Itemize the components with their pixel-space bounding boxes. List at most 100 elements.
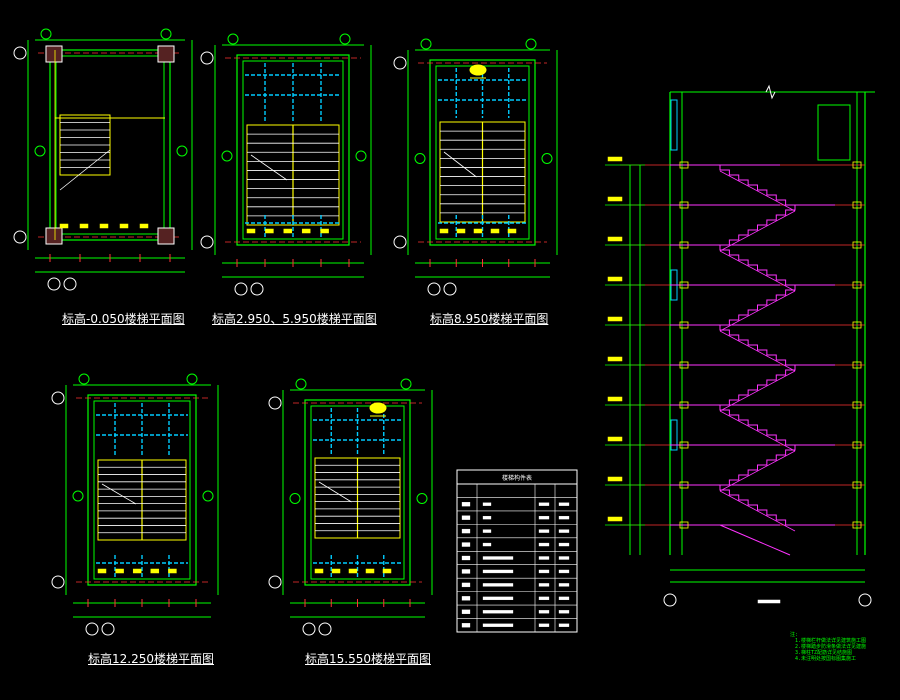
axis-bubble bbox=[200, 235, 214, 249]
axis-bubble bbox=[427, 282, 441, 296]
table-cell-mark bbox=[538, 542, 550, 547]
window-mark bbox=[670, 419, 678, 451]
beam-mark bbox=[382, 568, 392, 574]
stair-soffit bbox=[719, 250, 796, 292]
section-marker bbox=[72, 490, 84, 502]
table-cell-mark bbox=[482, 596, 514, 601]
component-table: 楼梯构件表 bbox=[456, 469, 578, 633]
beam-section bbox=[852, 361, 862, 369]
table-cell-mark bbox=[558, 529, 570, 533]
beam-section bbox=[852, 521, 862, 529]
plan1-stair bbox=[54, 50, 165, 240]
section-marker bbox=[221, 150, 233, 162]
note-line-1: 1.楼梯栏杆做法详见建筑施工图 bbox=[795, 638, 867, 644]
plan2-title: 标高2.950、5.950楼梯平面图 bbox=[212, 312, 377, 326]
axis-bubble bbox=[85, 622, 99, 636]
stair-flight-bottom bbox=[719, 524, 791, 556]
plan4-title: 标高12.250楼梯平面图 bbox=[88, 652, 214, 666]
table-cell-mark bbox=[558, 596, 570, 601]
wall-outer bbox=[87, 394, 197, 586]
axis-bubble bbox=[101, 622, 115, 636]
plan3-drawing bbox=[393, 38, 558, 296]
axis-bubble bbox=[51, 391, 65, 405]
elevation-mark bbox=[607, 356, 623, 362]
section-marker bbox=[186, 373, 198, 385]
section-marker bbox=[420, 38, 432, 50]
beam-mark bbox=[473, 228, 483, 234]
note-line-2: 2.楼梯踏步防滑条做法详见建施 bbox=[795, 644, 867, 650]
table-title: 楼梯构件表 bbox=[502, 474, 532, 482]
axis-bubble bbox=[250, 282, 264, 296]
plan1-drawing bbox=[13, 28, 193, 291]
stair-soffit bbox=[719, 490, 796, 532]
axis-bubble bbox=[47, 277, 61, 291]
table-cell-mark bbox=[461, 623, 471, 628]
beam-section bbox=[679, 161, 689, 169]
table-cell-mark bbox=[538, 529, 550, 533]
section-marker bbox=[227, 33, 239, 45]
axis-bubble bbox=[393, 56, 407, 70]
beam-mark bbox=[119, 223, 129, 229]
wall-outer bbox=[49, 49, 171, 241]
beam-section bbox=[852, 161, 862, 169]
table-cell-mark bbox=[482, 623, 514, 627]
elevation-mark bbox=[607, 276, 623, 282]
beam-mark bbox=[246, 228, 256, 234]
detail-ellipse bbox=[469, 64, 487, 76]
stair-soffit bbox=[719, 330, 796, 372]
section-marker bbox=[414, 153, 426, 164]
beam-mark bbox=[507, 228, 517, 234]
table-cell-mark bbox=[538, 610, 550, 614]
beam-mark bbox=[97, 568, 107, 574]
stair-flight bbox=[720, 365, 796, 406]
axis-bubble bbox=[234, 282, 248, 296]
table-cell-mark bbox=[482, 556, 514, 560]
axis-bubble bbox=[302, 622, 316, 636]
beam-section bbox=[852, 241, 862, 249]
section-marker bbox=[416, 493, 428, 504]
detail-symbol bbox=[369, 402, 387, 417]
axis-bubble bbox=[13, 46, 27, 60]
stair-section bbox=[605, 84, 875, 607]
note-line-4: 4.未注明处按国标图集施工 bbox=[795, 656, 857, 662]
beam-section bbox=[852, 481, 862, 489]
stair-arrow bbox=[443, 151, 477, 178]
axis-bubble bbox=[393, 235, 407, 249]
table-cell-mark bbox=[558, 502, 570, 506]
table-cell-mark bbox=[482, 515, 492, 520]
beam-mark bbox=[320, 228, 329, 234]
stair-flights bbox=[680, 165, 835, 532]
beam-mark bbox=[99, 223, 109, 229]
stair-soffit bbox=[719, 410, 796, 452]
plan5-drawing bbox=[268, 378, 433, 636]
section-marker bbox=[40, 28, 52, 40]
section-marker bbox=[289, 493, 301, 504]
section-marker bbox=[202, 490, 214, 502]
beam-mark bbox=[348, 568, 358, 574]
stair-flight bbox=[720, 205, 796, 246]
detail-symbol bbox=[469, 64, 487, 79]
beam-mark bbox=[439, 228, 449, 234]
table-cell-mark bbox=[482, 583, 514, 587]
table-cell-mark bbox=[538, 596, 550, 601]
table-cell-mark bbox=[461, 528, 471, 534]
wall-inner bbox=[242, 60, 344, 240]
stair-soffit bbox=[719, 210, 796, 252]
axis-bubble bbox=[268, 396, 282, 410]
notes-label: 注: bbox=[790, 632, 799, 638]
stair-flight bbox=[719, 325, 795, 366]
section-marker bbox=[176, 145, 188, 157]
table-cell-mark bbox=[538, 515, 550, 520]
beam-mark bbox=[490, 228, 500, 234]
table-cell-mark bbox=[538, 569, 550, 574]
section-marker bbox=[400, 378, 412, 390]
break-symbol bbox=[765, 84, 776, 100]
axis-bubble bbox=[318, 622, 332, 636]
elevation-mark bbox=[607, 196, 623, 202]
beam-mark bbox=[265, 228, 274, 234]
plan1-title: 标高-0.050楼梯平面图 bbox=[62, 312, 185, 326]
stair-arrow bbox=[318, 481, 352, 503]
table-cell-mark bbox=[461, 569, 471, 574]
axis-bubble bbox=[200, 51, 214, 65]
table-cell-mark bbox=[538, 502, 550, 506]
